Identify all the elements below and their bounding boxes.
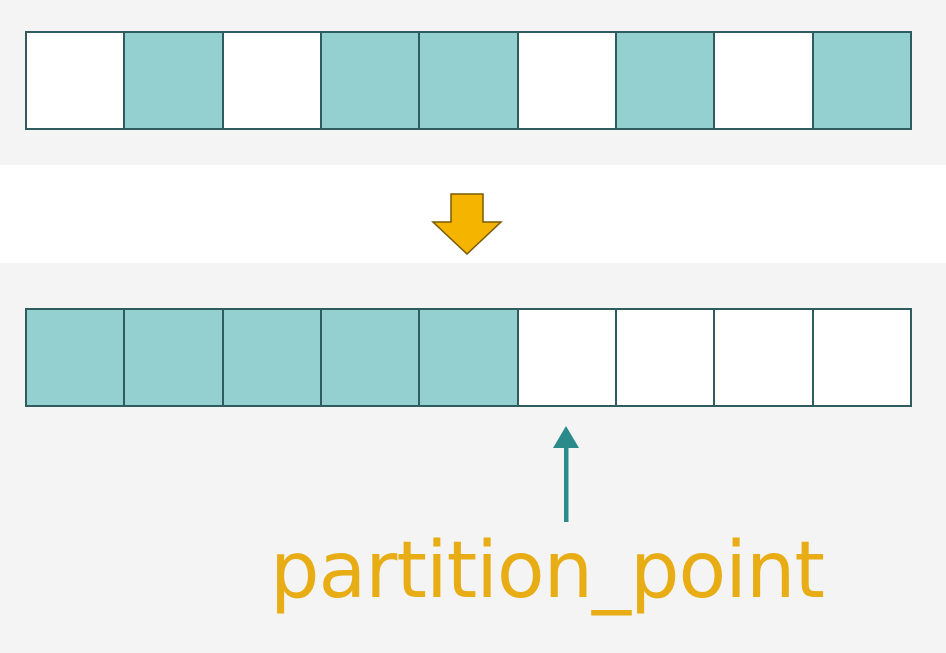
array-before bbox=[25, 31, 912, 130]
before-cell-6 bbox=[616, 33, 716, 128]
before-cell-0 bbox=[27, 33, 126, 128]
array-after bbox=[25, 308, 912, 407]
before-cell-8 bbox=[813, 33, 910, 128]
after-cell-7 bbox=[715, 310, 814, 405]
after-cell-2 bbox=[223, 310, 322, 405]
after-cell-4 bbox=[420, 310, 519, 405]
after-cell-0 bbox=[27, 310, 126, 405]
after-cell-8 bbox=[813, 310, 910, 405]
down-arrow-icon bbox=[431, 193, 503, 256]
before-cell-7 bbox=[715, 33, 814, 128]
before-cell-4 bbox=[420, 33, 519, 128]
after-cell-5 bbox=[518, 310, 617, 405]
after-cell-3 bbox=[321, 310, 421, 405]
up-arrow-icon bbox=[553, 426, 579, 522]
partition-point-label: partition_point bbox=[270, 526, 825, 616]
before-cell-2 bbox=[223, 33, 322, 128]
before-cell-3 bbox=[321, 33, 421, 128]
before-cell-1 bbox=[125, 33, 224, 128]
before-cell-5 bbox=[518, 33, 617, 128]
after-cell-1 bbox=[125, 310, 224, 405]
after-cell-6 bbox=[616, 310, 716, 405]
